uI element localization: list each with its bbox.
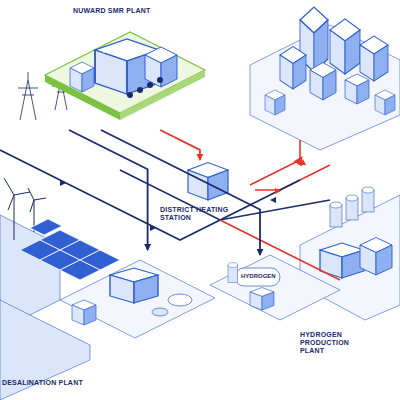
industry-plant [320,187,392,278]
desalination-plant [72,268,192,325]
cooling-fans [127,77,163,98]
city-buildings [265,7,395,115]
node-text-group: HYDROGEN PRODUCTION PLANT [300,331,372,355]
plant-area: HYDROGEN PRODUCTION PLANT [220,255,380,355]
energy-pipe [69,130,148,250]
plant-area: DESALINATION PLANT [0,250,205,395]
plant-area: DISTRICT HEATING STATION [160,160,255,222]
node-text-group: NUWARD SMR PLANT [73,7,150,15]
energy-pipe [101,130,260,255]
hydrogen-platform [210,255,340,320]
node-text-group: DESALINATION PLANT [2,379,83,387]
plant-area: NUWARD SMR PLANT [45,5,205,130]
sign-text: HYDROGEN [241,273,276,279]
sign-text: nuward smr [103,48,137,54]
energy-pipe [160,130,200,160]
area-label: DESALINATION PLANT [2,379,83,387]
node-text-group: DISTRICT HEATING STATION [160,206,230,222]
heating-station [188,163,228,201]
pipe-arrows [60,159,306,231]
smr-platform [45,32,205,113]
hydrogen-tank [228,263,280,310]
area-label: NUWARD SMR PLANT [73,7,150,15]
area-label: HYDROGEN PRODUCTION PLANT [300,331,372,355]
desalination-platform [60,260,215,338]
pipes [0,140,340,280]
smr-building [70,39,177,94]
area-label: DISTRICT HEATING STATION [160,206,230,222]
solar-panels [20,219,120,280]
